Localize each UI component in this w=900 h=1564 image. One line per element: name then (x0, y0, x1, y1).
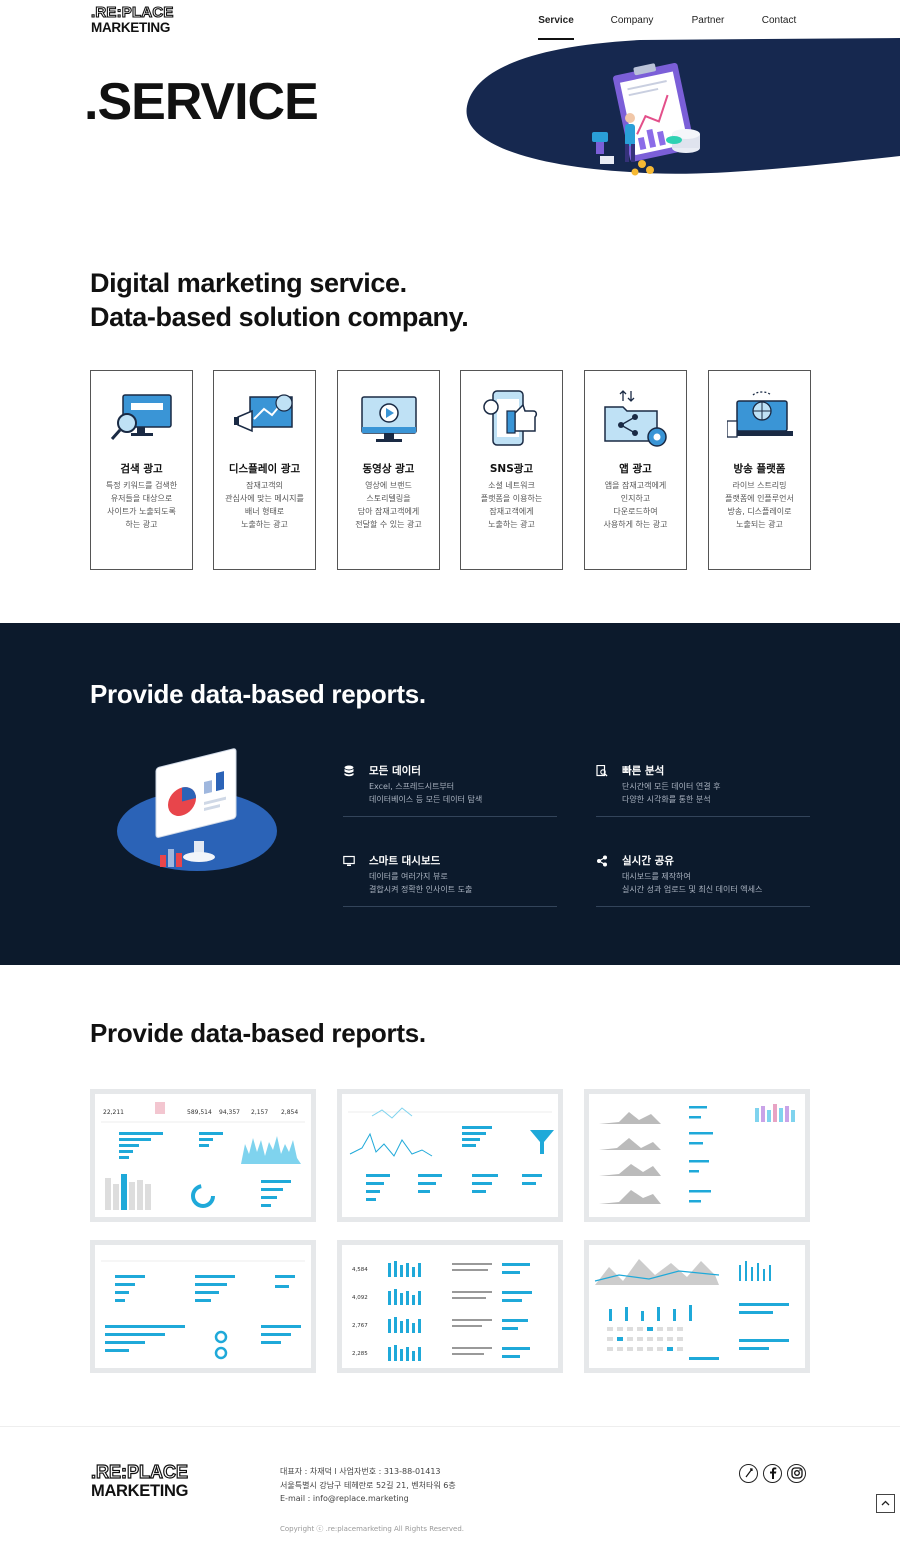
section-title: Provide data-based reports. (90, 679, 426, 709)
stat-value: 94,357 (219, 1109, 240, 1116)
service-cards: 검색 광고 특정 키워드를 검색한 유저들을 대상으로 사이트가 노출되도록 하… (90, 370, 812, 570)
intro-line-1: Digital marketing service. (90, 268, 407, 298)
service-card-app[interactable]: 앱 광고 앱을 잠재고객에게 인지하고 다운로드하여 사용하게 하는 광고 (584, 370, 687, 570)
reports-section-title: Provide data-based reports. (90, 1018, 426, 1048)
app-ad-icon (604, 390, 667, 447)
logo[interactable]: .RE:PLACE MARKETING (90, 4, 174, 35)
company-info-line: 대표자 : 차재덕 l 사업자번호 : 313-88-01413 (280, 1467, 441, 1476)
report-dashboard-preview (342, 1094, 558, 1217)
stat-value: 4,584 (352, 1267, 368, 1273)
report-thumbnail-3[interactable] (584, 1089, 810, 1222)
feature-desc: Excel, 스프레드시트부터 데이터베이스 등 모든 데이터 탐색 (369, 782, 483, 804)
service-card-desc: 소셜 네트워크 플랫폼을 이용하는 잠재고객에게 노출하는 광고 (480, 481, 543, 529)
report-dashboard-preview (95, 1245, 311, 1368)
monitor-icon (343, 855, 355, 866)
database-icon (344, 765, 354, 777)
footer-logo[interactable]: .RE:PLACE MARKETING (90, 1462, 191, 1501)
feature-fast-analysis: 빠른 분석 단시간에 모든 데이터 연결 후 다양한 시각화를 통한 분석 (596, 761, 810, 817)
intro-heading: Digital marketing service. Data-based so… (90, 266, 469, 334)
report-dashboard-preview (589, 1094, 805, 1217)
share-icon (597, 855, 607, 867)
blog-icon[interactable] (739, 1464, 758, 1483)
nav-company[interactable]: Company (610, 15, 654, 26)
blog-icon-glyph (745, 1468, 753, 1478)
service-card-video[interactable]: 동영상 광고 영상에 브랜드 스토리텔링을 담아 잠재고객에게 전달할 수 있는… (337, 370, 440, 570)
report-thumbnail-5[interactable]: 4,584 4,092 2,767 2,285 (337, 1240, 563, 1373)
report-thumbnail-1[interactable]: 22,211 589,514 94,357 2,157 2,854 (90, 1089, 316, 1222)
stat-value: 589,514 (187, 1109, 212, 1116)
display-ad-icon (234, 394, 293, 433)
footer-logo-top-text: .RE:PLACE (90, 1462, 189, 1482)
company-info-line: 서울특별시 강남구 테헤란로 52길 21, 벤처타워 6층 (280, 1480, 456, 1490)
service-card-title: 방송 플랫폼 (733, 463, 786, 475)
facebook-icon-glyph (769, 1467, 776, 1479)
service-card-broadcast[interactable]: 방송 플랫폼 라이브 스트리밍 플랫폼에 인플루언서 방송, 디스플레이로 노출… (708, 370, 811, 570)
stat-value: 2,285 (352, 1351, 368, 1357)
service-card-desc: 앱을 잠재고객에게 인지하고 다운로드하여 사용하게 하는 광고 (603, 481, 668, 529)
nav-partner[interactable]: Partner (691, 15, 725, 26)
feature-smart-dashboard: 스마트 대시보드 데이터를 여러가지 뷰로 결합시켜 정확한 인사이트 도출 (343, 851, 557, 907)
main-nav: Service Company Partner Contact (0, 14, 900, 40)
facebook-icon[interactable] (763, 1464, 782, 1483)
clipboard-chart-illustration-icon (466, 38, 900, 176)
service-card-desc: 라이브 스트리밍 플랫폼에 인플루언서 방송, 디스플레이로 노출되는 광고 (725, 481, 794, 529)
video-ad-icon (361, 396, 417, 442)
feature-desc: 단시간에 모든 데이터 연결 후 다양한 시각화를 통한 분석 (622, 782, 721, 804)
scroll-to-top-button[interactable] (876, 1494, 895, 1513)
broadcast-platform-icon (727, 391, 793, 438)
feature-all-data: 모든 데이터 Excel, 스프레드시트부터 데이터베이스 등 모든 데이터 탐… (343, 761, 557, 817)
sns-ad-icon (483, 390, 538, 446)
service-card-title: 동영상 광고 (362, 463, 415, 475)
copyright: Copyright ⓒ .re:placemarketing All Right… (280, 1525, 465, 1533)
search-ad-icon (110, 394, 172, 440)
footer-logo-bottom-text: MARKETING (91, 1482, 189, 1500)
service-card-title: SNS광고 (489, 463, 534, 475)
stat-value: 2,854 (281, 1109, 298, 1116)
nav-service[interactable]: Service (538, 14, 574, 40)
feature-desc: 데이터를 여러가지 뷰로 결합시켜 정확한 인사이트 도출 (369, 872, 473, 894)
service-card-desc: 특정 키워드를 검색한 유저들을 대상으로 사이트가 노출되도록 하는 광고 (105, 481, 178, 529)
report-thumbnail-2[interactable] (337, 1089, 563, 1222)
stat-value: 2,767 (352, 1323, 368, 1329)
report-dashboard-preview (589, 1245, 805, 1368)
service-card-desc: 잠재고객의 관심사에 맞는 메시지를 배너 형태로 노출하는 광고 (225, 481, 304, 529)
nav-contact[interactable]: Contact (761, 15, 797, 26)
report-dashboard-preview: 22,211 589,514 94,357 2,157 2,854 (95, 1094, 311, 1217)
logo-top-text: .RE:PLACE (90, 4, 174, 21)
company-info-line: E-mail : info@replace.marketing (280, 1494, 409, 1503)
company-info: 대표자 : 차재덕 l 사업자번호 : 313-88-01413 서울특별시 강… (280, 1465, 456, 1506)
service-card-display[interactable]: 디스플레이 광고 잠재고객의 관심사에 맞는 메시지를 배너 형태로 노출하는 … (213, 370, 316, 570)
page-title: .SERVICE (84, 73, 319, 131)
report-search-icon (596, 765, 608, 777)
stat-value: 2,157 (251, 1109, 268, 1116)
feature-title: 스마트 대시보드 (369, 855, 441, 867)
feature-title: 실시간 공유 (622, 855, 674, 867)
data-reports-section: Provide data-based reports. 모든 데이터 Excel… (0, 623, 900, 965)
report-thumbnail-6[interactable] (584, 1240, 810, 1373)
report-thumbnail-4[interactable] (90, 1240, 316, 1373)
feature-realtime-share: 실시간 공유 대시보드를 제작하여 실시간 성과 업로드 및 최신 데이터 엑세… (596, 851, 810, 907)
service-card-title: 검색 광고 (120, 463, 163, 475)
feature-title: 모든 데이터 (369, 765, 421, 777)
report-dashboard-preview: 4,584 4,092 2,767 2,285 (342, 1245, 558, 1368)
chevron-up-icon (881, 1500, 890, 1506)
feature-title: 빠른 분석 (622, 765, 665, 777)
service-card-sns[interactable]: SNS광고 소셜 네트워크 플랫폼을 이용하는 잠재고객에게 노출하는 광고 (460, 370, 563, 570)
intro-line-2: Data-based solution company. (90, 302, 469, 332)
instagram-icon-glyph (790, 1467, 803, 1479)
monitor-dashboard-illustration-icon (117, 748, 277, 871)
instagram-icon[interactable] (787, 1464, 806, 1483)
service-card-title: 앱 광고 (619, 463, 652, 475)
footer-divider (0, 1426, 900, 1427)
feature-desc: 대시보드를 제작하여 실시간 성과 업로드 및 최신 데이터 엑세스 (622, 872, 763, 894)
service-card-search[interactable]: 검색 광고 특정 키워드를 검색한 유저들을 대상으로 사이트가 노출되도록 하… (90, 370, 193, 570)
stat-value: 22,211 (103, 1109, 124, 1116)
service-card-desc: 영상에 브랜드 스토리텔링을 담아 잠재고객에게 전달할 수 있는 광고 (355, 481, 422, 529)
service-card-title: 디스플레이 광고 (228, 463, 301, 475)
logo-bottom-text: MARKETING (91, 20, 171, 35)
stat-value: 4,092 (352, 1295, 368, 1301)
